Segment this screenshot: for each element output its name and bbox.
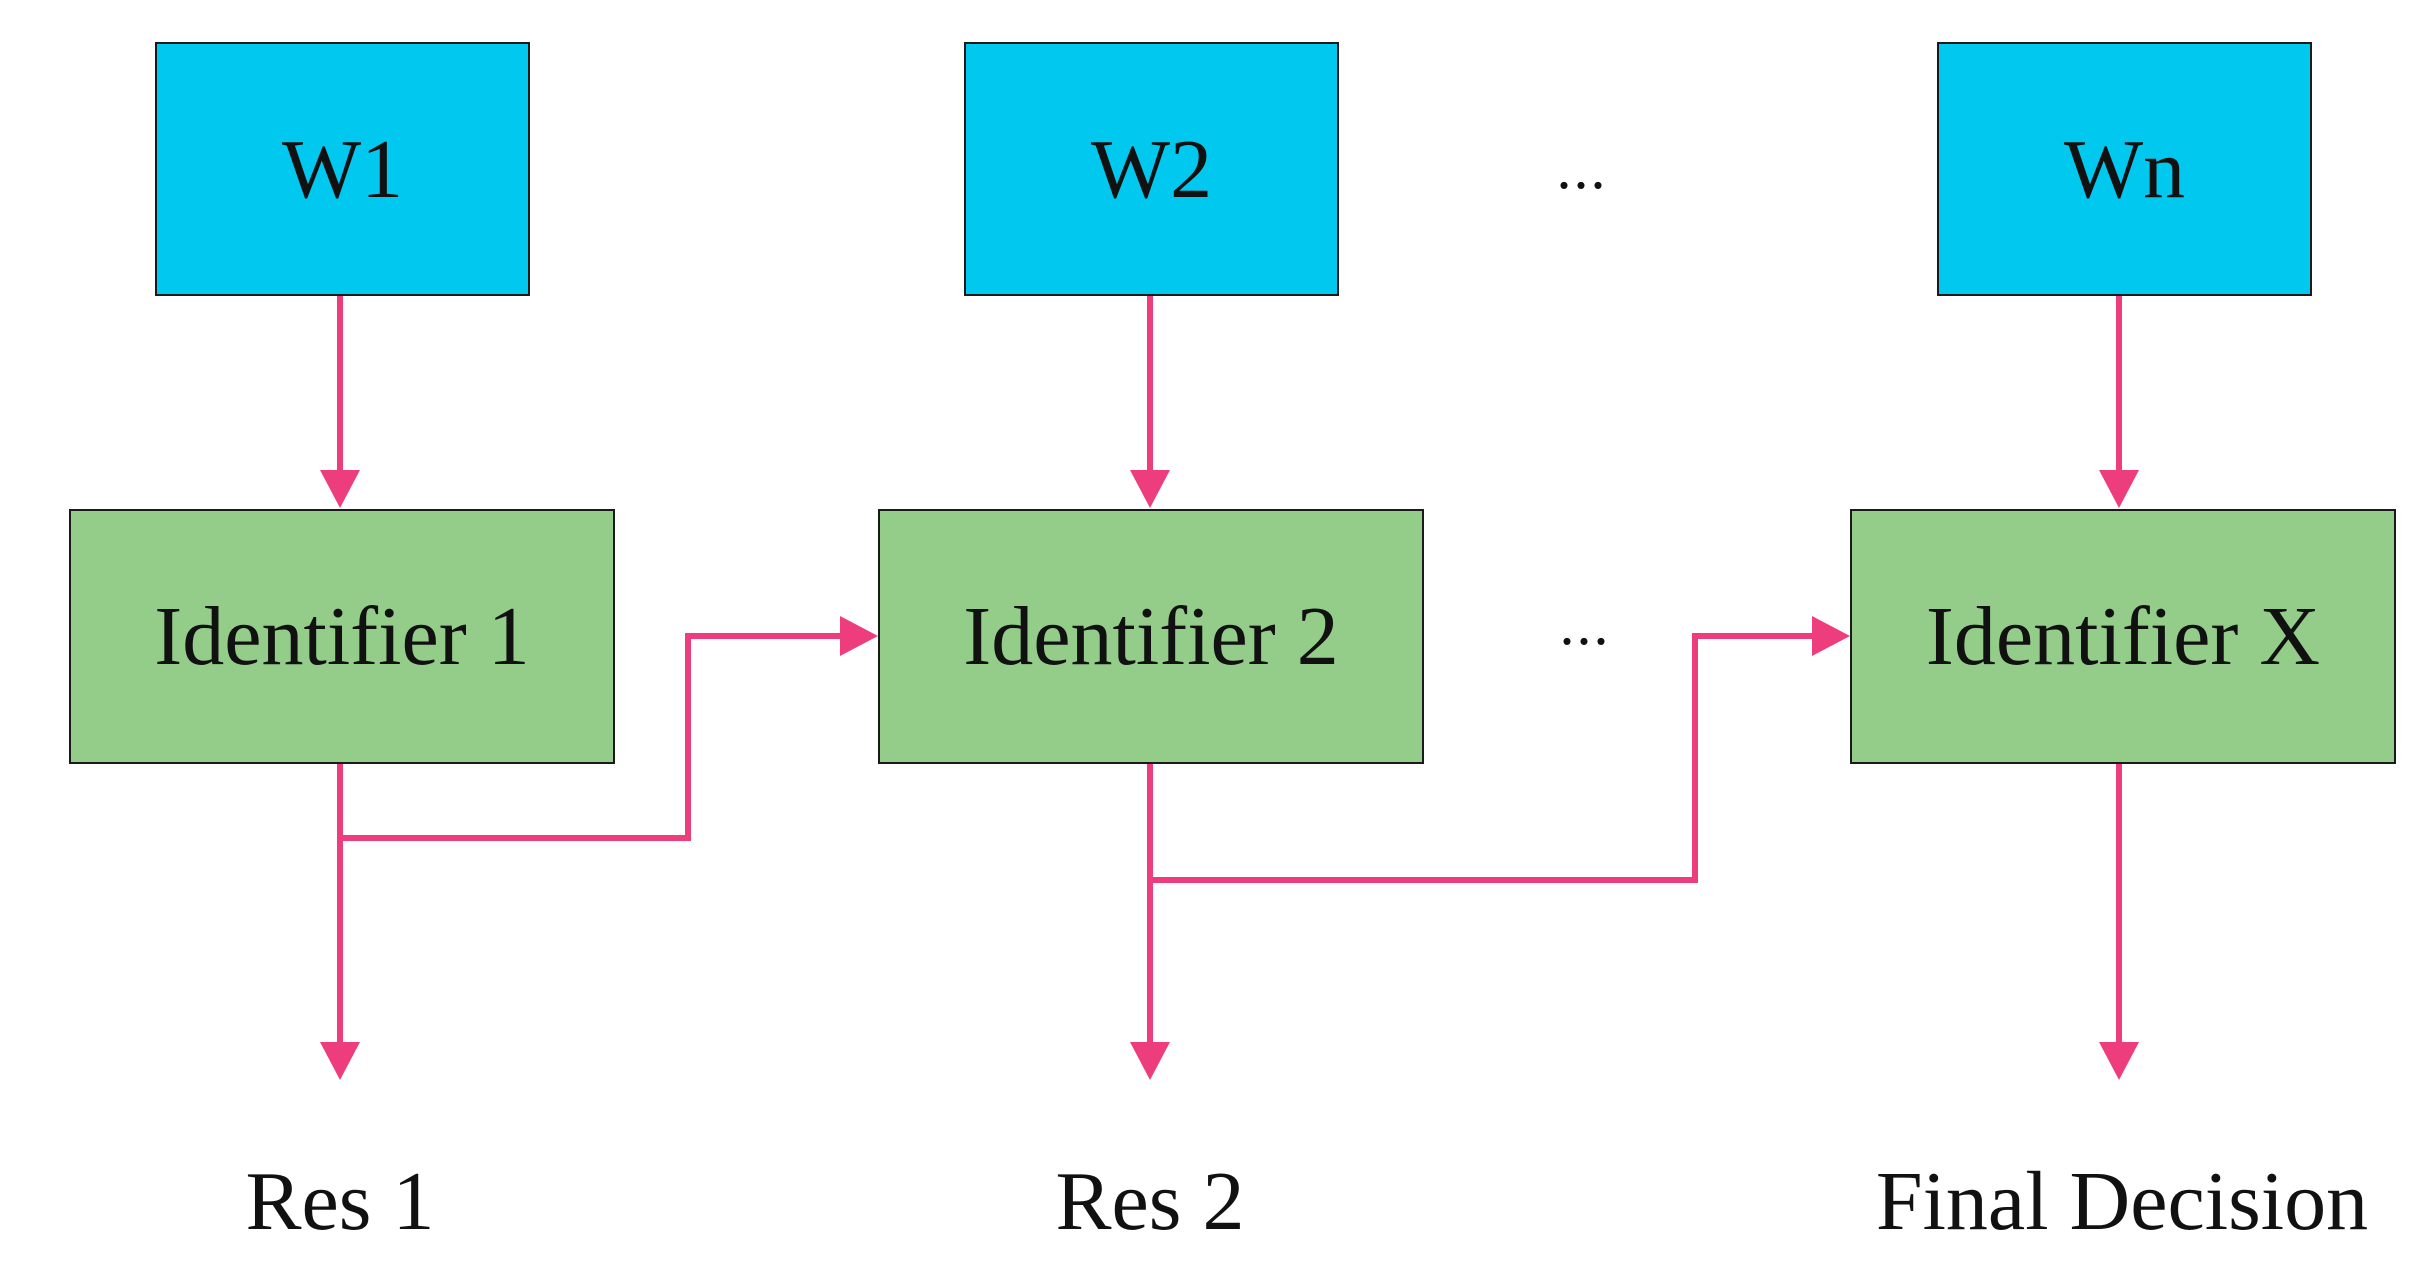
arrowhead-id2-to-idx [1812,616,1850,656]
arrowhead-idx-to-final [2099,1042,2139,1080]
identifier-box-1: Identifier 1 [69,509,615,764]
output-label-final: Final Decision [1875,1155,2369,1248]
arrowhead-wn-to-idx [2099,470,2139,508]
arrowhead-id1-to-id2 [840,616,878,656]
identifier-box-2: Identifier 2 [878,509,1424,764]
weight-box-w2: W2 [964,42,1339,296]
arrowhead-id1-to-res1 [320,1042,360,1080]
weight-label-w2: W2 [1090,122,1213,216]
identifier-label-1: Identifier 1 [154,590,530,683]
output-label-res2: Res 2 [1055,1155,1245,1248]
output-label-res1: Res 1 [245,1155,435,1248]
arrowhead-w1-to-id1 [320,470,360,508]
weight-label-w1: W1 [281,122,404,216]
weight-label-wn: Wn [2063,122,2186,216]
weight-box-wn: Wn [1937,42,2312,296]
arrowhead-w2-to-id2 [1130,470,1170,508]
identifier-box-x: Identifier X [1850,509,2396,764]
identifier-label-2: Identifier 2 [963,590,1339,683]
arrow-id2-to-idx [1150,633,1825,883]
identifier-label-x: Identifier X [1925,590,2321,683]
ellipsis-weights: ... [1556,135,1608,201]
arrow-id1-to-id2 [340,633,852,841]
arrowhead-id2-to-res2 [1130,1042,1170,1080]
ellipsis-identifiers: ... [1559,591,1611,657]
weight-box-w1: W1 [155,42,530,296]
